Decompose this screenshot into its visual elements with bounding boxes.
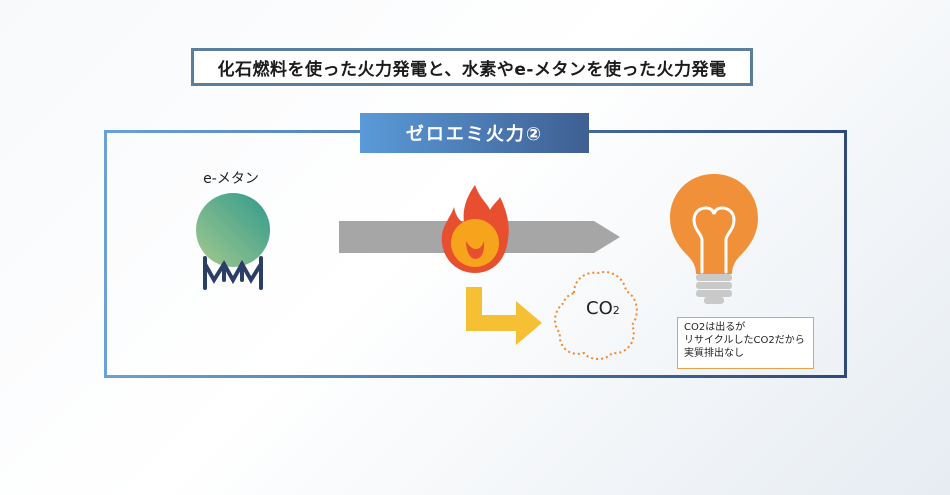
note-line: リサイクルしたCO2だから: [684, 335, 805, 346]
elbow-arrow-icon: [466, 287, 542, 345]
e-methane-label: e-メタン: [203, 171, 259, 187]
co2-recycle-note: CO2は出るが リサイクルしたCO2だから 実質排出なし: [677, 317, 814, 369]
note-line: 実質排出なし: [684, 348, 744, 359]
section-label: ゼロエミ火力②: [360, 113, 589, 153]
flame-icon: [441, 185, 509, 273]
e-methane-tank-icon: [196, 193, 270, 290]
diagram-title: 化石燃料を使った火力発電と、水素やe-メタンを使った火力発電: [191, 48, 753, 86]
light-bulb-icon: [670, 174, 758, 304]
note-line: CO2は出るが: [684, 322, 746, 333]
co2-cloud-icon: [554, 271, 638, 360]
co2-label: CO2: [586, 298, 620, 319]
